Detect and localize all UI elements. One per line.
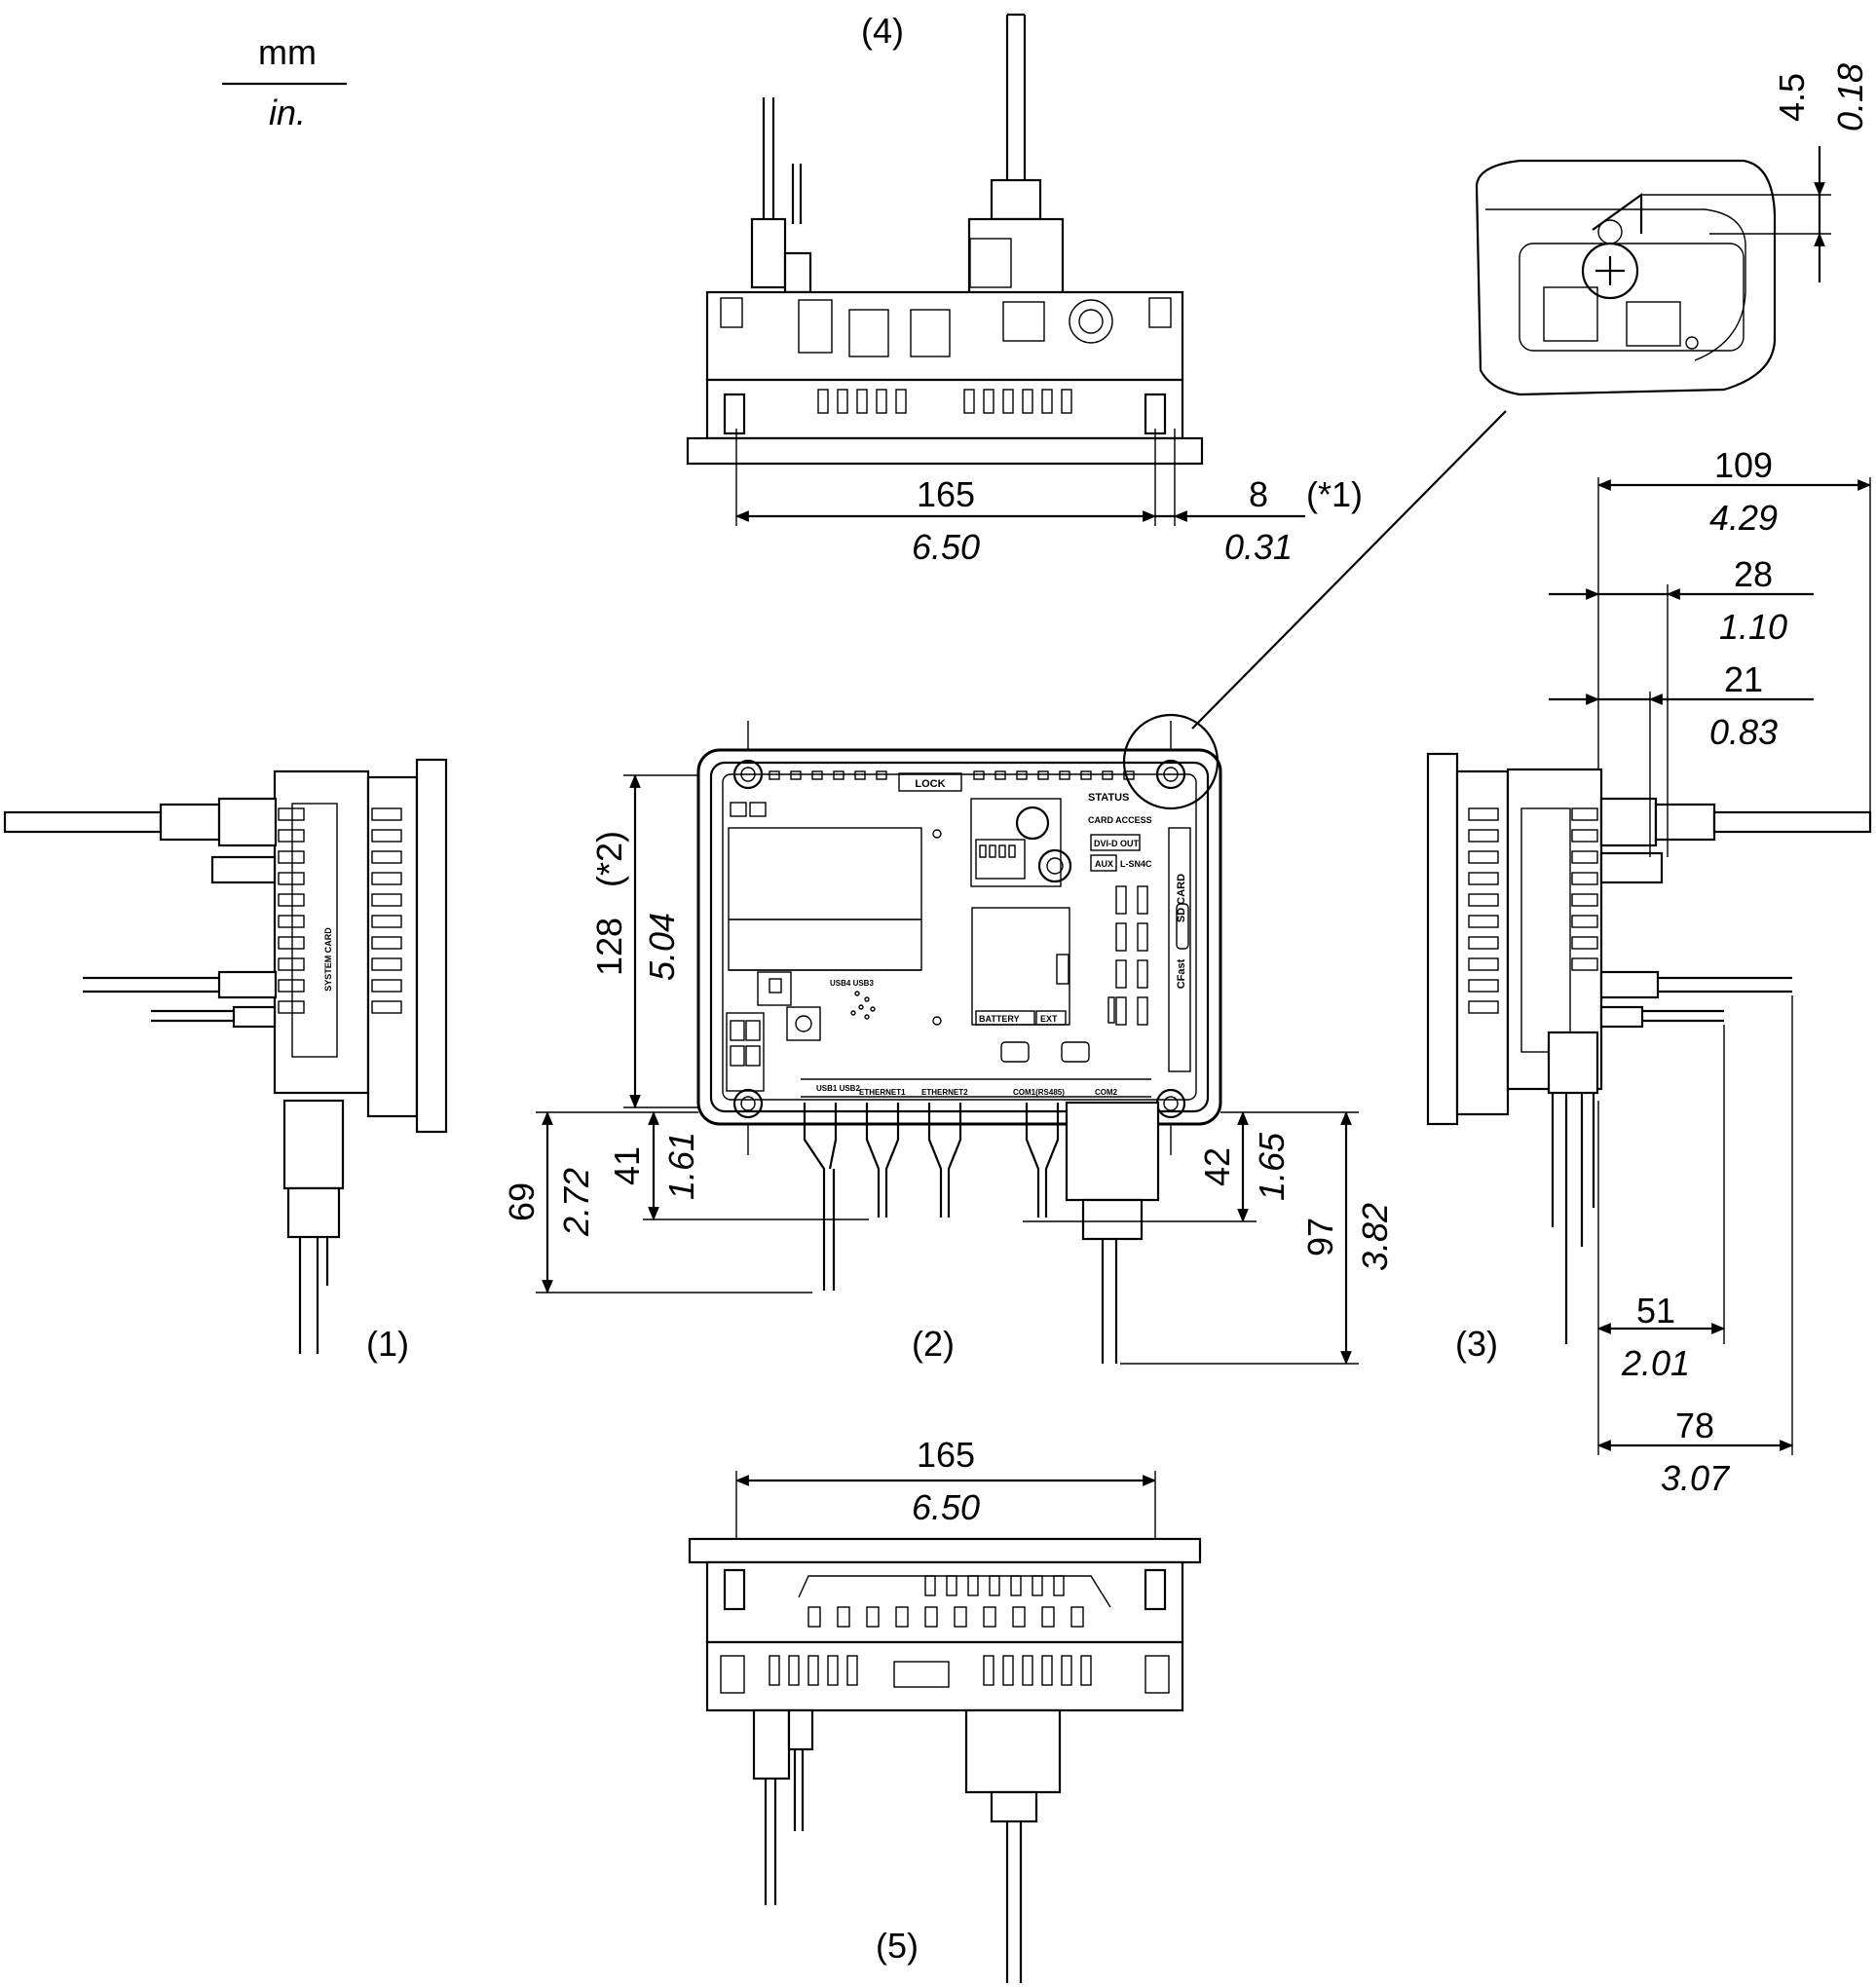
label-eth2: ETHERNET2 bbox=[921, 1088, 968, 1097]
front-slots-right bbox=[1107, 885, 1148, 1026]
dim-cable-69-in: 2.72 bbox=[556, 1168, 596, 1237]
label-aux: AUX bbox=[1095, 859, 1113, 869]
dim-side-51-in: 2.01 bbox=[1621, 1343, 1690, 1383]
label-cfast: CFast bbox=[1176, 958, 1187, 989]
dim-detail-mm: 4.5 bbox=[1772, 73, 1812, 122]
speaker-holes bbox=[850, 991, 876, 1020]
dim-front-height-in: 5.04 bbox=[642, 913, 682, 981]
front-top-slots bbox=[769, 770, 1135, 780]
dim-cable-42-in: 1.65 bbox=[1252, 1132, 1292, 1201]
top-view-slots bbox=[723, 389, 1167, 435]
view-label-5: (5) bbox=[876, 1926, 919, 1966]
label-lock: LOCK bbox=[915, 778, 945, 790]
dim-cable-97-in: 3.82 bbox=[1355, 1203, 1395, 1271]
label-lsn: L-SN4C bbox=[1120, 859, 1152, 869]
dim-cable-41-mm: 41 bbox=[607, 1146, 647, 1185]
unit-inch: in. bbox=[269, 93, 306, 132]
left-side-slots bbox=[278, 807, 402, 1014]
label-card-access: CARD ACCESS bbox=[1088, 815, 1152, 825]
label-eth1: ETHERNET1 bbox=[859, 1088, 906, 1097]
dim-side-21-in: 0.83 bbox=[1709, 712, 1778, 752]
dim-side-51-mm: 51 bbox=[1636, 1291, 1675, 1331]
dim-top-clear-in: 0.31 bbox=[1224, 527, 1293, 567]
dim-front-height-mm: 128 bbox=[589, 918, 629, 976]
label-status: STATUS bbox=[1088, 792, 1129, 804]
right-side-view: 109 4.29 28 1.10 21 0.83 51 2.01 78 3.07… bbox=[1426, 445, 1872, 1498]
right-side-slots bbox=[1468, 807, 1598, 1014]
view-label-1: (1) bbox=[366, 1324, 409, 1364]
dim-cable-42-mm: 42 bbox=[1197, 1147, 1237, 1186]
dim-top-clear-mm: 8 bbox=[1249, 474, 1268, 514]
dim-side-78-in: 3.07 bbox=[1661, 1458, 1731, 1498]
front-view: LOCK STATUS CARD ACCESS DVI-D OUT bbox=[502, 713, 1395, 1366]
dim-top-width-in: 6.50 bbox=[912, 527, 980, 567]
bottom-view: 165 6.50 bbox=[688, 1435, 1202, 1983]
dim-cable-41-in: 1.61 bbox=[661, 1132, 701, 1200]
dip-switch bbox=[979, 844, 1016, 858]
dim-side-28-mm: 28 bbox=[1734, 554, 1773, 594]
label-com2: COM2 bbox=[1095, 1088, 1118, 1097]
dim-side-78-mm: 78 bbox=[1675, 1406, 1714, 1445]
dim-top-width-mm: 165 bbox=[917, 474, 975, 514]
dim-cable-69-mm: 69 bbox=[502, 1182, 542, 1221]
dim-top-clear-note: (*1) bbox=[1306, 474, 1363, 514]
label-com1: COM1(RS485) bbox=[1013, 1088, 1065, 1097]
top-view-vents bbox=[720, 297, 1172, 357]
label-dvi-out: DVI-D OUT bbox=[1094, 839, 1140, 848]
unit-mm: mm bbox=[258, 32, 317, 72]
dim-detail-in: 0.18 bbox=[1830, 63, 1870, 131]
label-sd-card: SD CARD bbox=[1176, 874, 1187, 922]
dim-cable-97-mm: 97 bbox=[1300, 1218, 1340, 1256]
label-usb: USB1 USB2 bbox=[816, 1084, 860, 1093]
top-view: (4) bbox=[686, 11, 1363, 567]
label-ext: EXT bbox=[1040, 1014, 1058, 1024]
bottom-view-slots bbox=[807, 1575, 1084, 1628]
bottom-view-lower-slots bbox=[720, 1655, 1170, 1694]
view-label-4: (4) bbox=[861, 11, 904, 51]
label-usb34: USB4 USB3 bbox=[830, 979, 874, 988]
dim-bottom-width-in: 6.50 bbox=[912, 1487, 980, 1527]
view-label-2: (2) bbox=[912, 1324, 955, 1364]
units-legend: mm in. bbox=[222, 32, 347, 132]
dim-side-109-in: 4.29 bbox=[1709, 498, 1778, 538]
dim-side-28-in: 1.10 bbox=[1719, 607, 1787, 647]
dim-side-21-mm: 21 bbox=[1724, 659, 1763, 699]
detail-view: 4.5 0.18 bbox=[1191, 63, 1870, 730]
view-label-3: (3) bbox=[1455, 1324, 1498, 1364]
left-side-view: SYSTEM CARD (1) bbox=[3, 758, 448, 1364]
dim-side-109-mm: 109 bbox=[1714, 445, 1773, 485]
label-battery: BATTERY bbox=[979, 1014, 1020, 1024]
label-system-card: SYSTEM CARD bbox=[323, 927, 333, 992]
dim-bottom-width-mm: 165 bbox=[917, 1435, 975, 1475]
dim-front-height-note: (*2) bbox=[589, 831, 629, 887]
